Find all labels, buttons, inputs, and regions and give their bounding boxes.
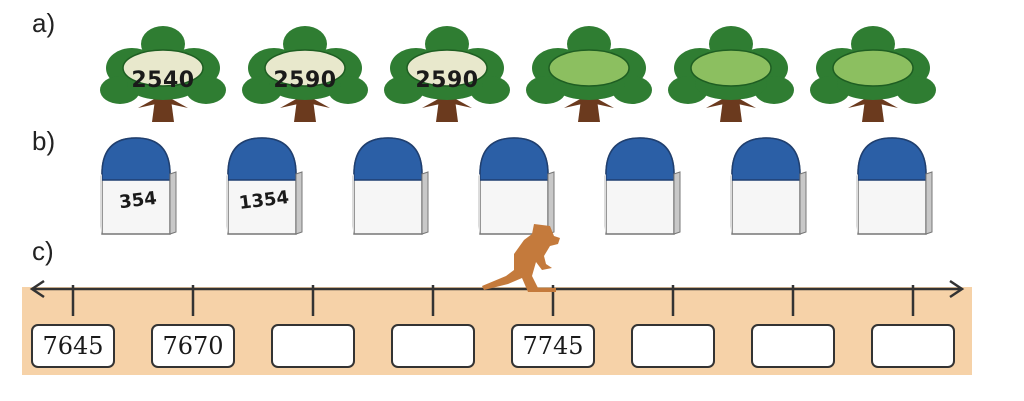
milestone-icon (100, 137, 177, 235)
number-line-box: 7745 (511, 324, 595, 368)
number-line-box[interactable] (391, 324, 475, 368)
number-line-box[interactable] (871, 324, 955, 368)
tree-value: 2540 (131, 68, 195, 93)
tree-card: 2590 (240, 22, 370, 130)
milestone-icon (478, 137, 555, 235)
milestone-icon (856, 137, 933, 235)
right-arrow-icon (949, 279, 965, 299)
number-line-box[interactable] (751, 324, 835, 368)
tree-card (524, 22, 654, 130)
milestone (728, 134, 808, 242)
number-line-box[interactable] (271, 324, 355, 368)
kangaroo-icon (482, 224, 560, 292)
tree-card (666, 22, 796, 130)
milestone-icon (226, 137, 303, 235)
left-arrow-icon (29, 279, 45, 299)
number-line-box: 7645 (31, 324, 115, 368)
part-a-label: a) (32, 8, 56, 38)
tree-value: 2590 (273, 68, 337, 93)
tree-value: 2590 (415, 68, 479, 93)
number-line-box: 7670 (151, 324, 235, 368)
milestone-icon (730, 137, 807, 235)
milestone-icon (352, 137, 429, 235)
milestone: 354 (98, 134, 178, 242)
milestone: 1354 (224, 134, 304, 242)
part-c-label: c) (32, 236, 54, 266)
tree-icon (242, 26, 368, 122)
tree-icon (100, 26, 226, 122)
milestone (350, 134, 430, 242)
part-b-label: b) (32, 126, 56, 156)
milestone (854, 134, 934, 242)
tree-card: 2590 (382, 22, 512, 130)
number-line-box[interactable] (631, 324, 715, 368)
tree-card: 2540 (98, 22, 228, 130)
tree-icon (526, 26, 652, 122)
tree-card (808, 22, 938, 130)
milestone (602, 134, 682, 242)
tree-icon (668, 26, 794, 122)
tree-icon (384, 26, 510, 122)
number-line-ticks (71, 285, 915, 316)
tree-icon (810, 26, 936, 122)
milestone-icon (604, 137, 681, 235)
milestone (476, 134, 556, 242)
